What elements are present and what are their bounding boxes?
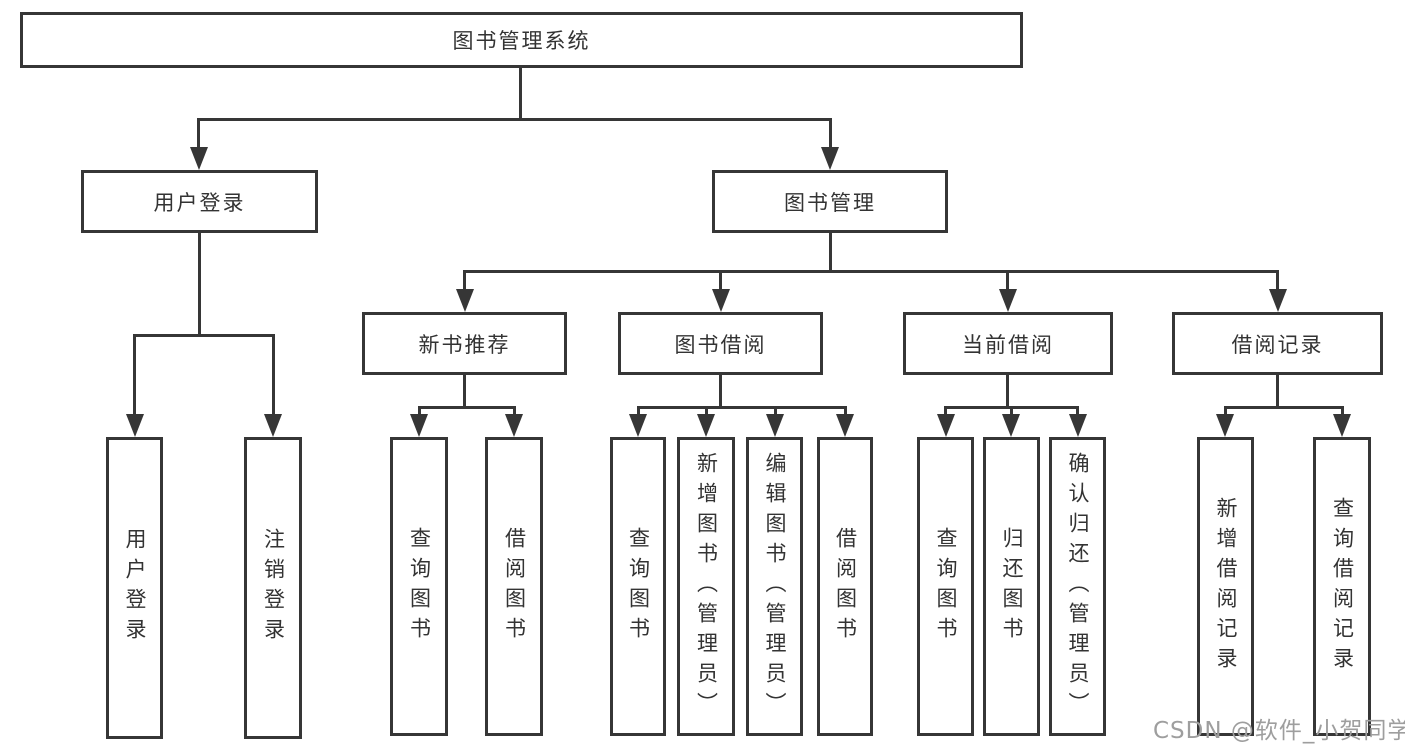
connector-drop-leaf bbox=[1341, 406, 1344, 416]
leaf-query-borrow-record-label: 查询借阅记录 bbox=[1330, 496, 1355, 677]
leaf-query-books-recommend-label: 查询图书 bbox=[407, 526, 432, 647]
connector-user-login-stem bbox=[198, 233, 201, 336]
leaf-edit-books-admin-label: 编辑图书（管理员） bbox=[763, 451, 787, 722]
connector-drop-leaf bbox=[774, 406, 777, 416]
leaf-user-login: 用户登录 bbox=[106, 437, 163, 739]
node-new-book-recommend-label: 新书推荐 bbox=[418, 332, 511, 357]
leaf-query-books-current-label: 查询图书 bbox=[934, 526, 958, 647]
arrowhead-down-icon bbox=[1002, 414, 1020, 437]
connector-book-management-rail bbox=[463, 270, 1279, 273]
node-current-borrow: 当前借阅 bbox=[903, 312, 1113, 375]
arrowhead-down-icon bbox=[712, 289, 730, 312]
connector-drop-leaf bbox=[272, 334, 275, 415]
leaf-query-books-borrow-label: 查询图书 bbox=[626, 526, 651, 647]
node-borrow-records-label: 借阅记录 bbox=[1231, 332, 1324, 357]
node-book-borrow-label: 图书借阅 bbox=[674, 332, 767, 357]
arrowhead-down-icon bbox=[629, 414, 647, 437]
arrowhead-down-icon bbox=[126, 414, 144, 437]
connector-drop-leaf bbox=[844, 406, 847, 416]
leaf-user-login-label: 用户登录 bbox=[123, 528, 147, 648]
connector-drop-leaf bbox=[1076, 406, 1079, 416]
node-new-book-recommend: 新书推荐 bbox=[362, 312, 567, 375]
leaf-query-books-current: 查询图书 bbox=[917, 437, 974, 736]
arrowhead-down-icon bbox=[937, 414, 955, 437]
connector-drop-user-login bbox=[197, 118, 200, 150]
connector-group-rail bbox=[418, 406, 516, 409]
leaf-query-books-recommend: 查询图书 bbox=[390, 437, 448, 736]
arrowhead-down-icon bbox=[999, 289, 1017, 312]
arrowhead-down-icon bbox=[766, 414, 784, 437]
leaf-logout: 注销登录 bbox=[244, 437, 302, 739]
node-book-borrow: 图书借阅 bbox=[618, 312, 823, 375]
connector-user-login-rail bbox=[133, 334, 275, 337]
arrowhead-down-icon bbox=[1069, 414, 1087, 437]
arrowhead-down-icon bbox=[1216, 414, 1234, 437]
arrowhead-down-icon bbox=[264, 414, 282, 437]
arrowhead-down-icon bbox=[190, 147, 208, 170]
arrowhead-down-icon bbox=[456, 289, 474, 312]
connector-group-stem bbox=[719, 375, 722, 408]
leaf-borrow-books-label: 借阅图书 bbox=[833, 526, 858, 647]
connector-drop-group bbox=[1006, 270, 1009, 291]
node-user-login-label: 用户登录 bbox=[153, 190, 246, 215]
connector-drop-leaf bbox=[133, 334, 136, 415]
node-book-management: 图书管理 bbox=[712, 170, 948, 233]
arrowhead-down-icon bbox=[410, 414, 428, 437]
arrowhead-down-icon bbox=[1269, 289, 1287, 312]
leaf-add-books-admin-label: 新增图书（管理员） bbox=[694, 451, 719, 722]
connector-drop-leaf bbox=[513, 406, 516, 416]
connector-drop-leaf bbox=[1010, 406, 1013, 416]
arrowhead-down-icon bbox=[821, 147, 839, 170]
connector-book-management-stem bbox=[829, 233, 832, 272]
node-root: 图书管理系统 bbox=[20, 12, 1023, 68]
leaf-confirm-return-admin: 确认归还（管理员） bbox=[1049, 437, 1106, 736]
arrowhead-down-icon bbox=[697, 414, 715, 437]
leaf-borrow-books-recommend: 借阅图书 bbox=[485, 437, 543, 736]
leaf-query-books-borrow: 查询图书 bbox=[610, 437, 666, 736]
connector-group-stem bbox=[463, 375, 466, 408]
connector-drop-leaf bbox=[1224, 406, 1227, 416]
leaf-add-borrow-record: 新增借阅记录 bbox=[1197, 437, 1254, 736]
connector-drop-leaf bbox=[944, 406, 947, 416]
connector-root-rail bbox=[197, 118, 832, 121]
node-borrow-records: 借阅记录 bbox=[1172, 312, 1383, 375]
connector-drop-leaf bbox=[637, 406, 640, 416]
connector-drop-leaf bbox=[705, 406, 708, 416]
node-current-borrow-label: 当前借阅 bbox=[962, 332, 1054, 357]
leaf-add-books-admin: 新增图书（管理员） bbox=[677, 437, 735, 736]
connector-group-rail bbox=[1224, 406, 1344, 409]
arrowhead-down-icon bbox=[836, 414, 854, 437]
leaf-return-books-label: 归还图书 bbox=[1000, 526, 1024, 647]
leaf-logout-label: 注销登录 bbox=[261, 528, 286, 648]
connector-drop-leaf bbox=[418, 406, 421, 416]
leaf-borrow-books: 借阅图书 bbox=[817, 437, 873, 736]
csdn-watermark: CSDN @软件_小贺同学 bbox=[1153, 718, 1405, 744]
connector-drop-group bbox=[1276, 270, 1279, 291]
leaf-edit-books-admin: 编辑图书（管理员） bbox=[746, 437, 803, 736]
connector-group-stem bbox=[1006, 375, 1009, 408]
leaf-return-books: 归还图书 bbox=[983, 437, 1040, 736]
arrowhead-down-icon bbox=[1333, 414, 1351, 437]
connector-group-stem bbox=[1276, 375, 1279, 408]
connector-drop-book-management bbox=[829, 118, 832, 150]
leaf-query-borrow-record: 查询借阅记录 bbox=[1313, 437, 1371, 736]
node-user-login: 用户登录 bbox=[81, 170, 318, 233]
connector-drop-group bbox=[719, 270, 722, 291]
node-root-label: 图书管理系统 bbox=[452, 29, 591, 53]
connector-drop-group bbox=[463, 270, 466, 291]
connector-root-stem bbox=[519, 68, 522, 120]
leaf-borrow-books-recommend-label: 借阅图书 bbox=[502, 526, 527, 647]
arrowhead-down-icon bbox=[505, 414, 523, 437]
leaf-confirm-return-admin-label: 确认归还（管理员） bbox=[1066, 451, 1090, 722]
leaf-add-borrow-record-label: 新增借阅记录 bbox=[1214, 496, 1238, 677]
connector-group-rail bbox=[637, 406, 847, 409]
node-book-management-label: 图书管理 bbox=[784, 190, 876, 215]
